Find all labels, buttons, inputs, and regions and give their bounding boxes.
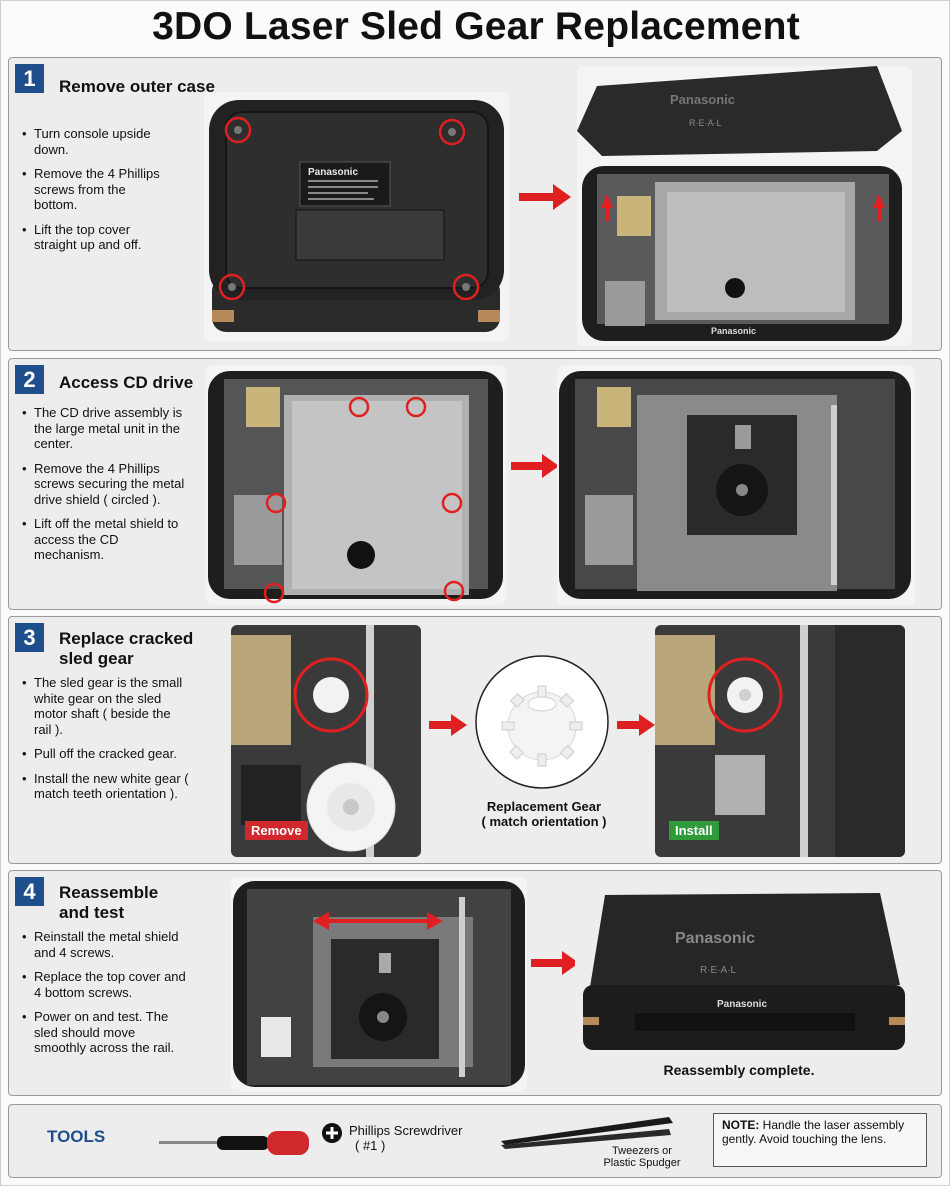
caption-line: ( match orientation )	[481, 814, 607, 829]
console-cover-removed-photo: Panasonic R·E·A·L Panasonic	[577, 66, 912, 346]
arrow-right-icon	[617, 714, 655, 736]
reassembled-console-photo: Panasonic R·E·A·L Panasonic	[575, 885, 915, 1060]
step-number-badge: 1	[15, 64, 44, 93]
replacement-gear-icon	[475, 655, 609, 789]
arrow-right-icon	[511, 454, 559, 478]
step-title: Remove outer case	[59, 77, 215, 96]
step-title-line: Replace cracked	[59, 629, 194, 648]
instruction-item: Reinstall the metal shield and 4 screws.	[21, 929, 189, 960]
step-3-instructions: The sled gear is the small white gear on…	[21, 675, 189, 811]
step-2-panel: 2 Access CD drive The CD drive assembly …	[8, 358, 942, 610]
step-1-instructions: Turn console upside down. Remove the 4 P…	[21, 126, 171, 262]
step-2-instructions: The CD drive assembly is the large metal…	[21, 405, 191, 572]
console-bottom-photo: Panasonic	[204, 92, 509, 342]
install-tag: Install	[669, 821, 719, 840]
plus-circle-icon	[322, 1123, 342, 1143]
step-number-badge: 3	[15, 623, 44, 652]
arrow-right-icon	[519, 184, 571, 210]
sled-movement-test-photo	[231, 877, 527, 1091]
cd-drive-shield-photo	[206, 365, 506, 605]
instruction-item: Pull off the cracked gear.	[21, 746, 189, 762]
step-title: Access CD drive	[59, 373, 194, 392]
cd-mechanism-exposed-photo	[557, 365, 915, 605]
instruction-item: Turn console upside down.	[21, 126, 171, 157]
top-cover-logo: R·E·A·L	[689, 118, 722, 128]
handling-note: NOTE: Handle the laser assembly gently. …	[713, 1113, 927, 1167]
note-label: NOTE:	[722, 1118, 760, 1132]
top-cover-brand: Panasonic	[670, 92, 735, 107]
step-title: Reassemble and test	[59, 883, 158, 923]
screwdriver-label-line: ( #1 )	[355, 1138, 386, 1153]
instruction-item: Install the new white gear ( match teeth…	[21, 771, 189, 802]
instruction-item: The CD drive assembly is the large metal…	[21, 405, 191, 452]
bottom-label-brand: Panasonic	[308, 167, 358, 178]
screwdriver-label-line: Phillips Screwdriver	[349, 1123, 463, 1138]
tools-label: TOOLS	[47, 1127, 106, 1146]
phillips-screwdriver-icon	[159, 1131, 309, 1155]
console-front-brand: Panasonic	[717, 999, 767, 1010]
tweezers-label-line: Tweezers or	[612, 1145, 672, 1157]
arrow-right-icon	[429, 714, 467, 736]
new-gear-installed-photo	[655, 625, 905, 857]
replacement-gear-caption: Replacement Gear ( match orientation )	[464, 799, 624, 829]
tweezers-icon	[501, 1117, 673, 1149]
cracked-gear-photo	[231, 625, 421, 857]
page-title: 3DO Laser Sled Gear Replacement	[152, 5, 800, 48]
step-4-panel: 4 Reassemble and test Reinstall the meta…	[8, 870, 942, 1096]
arrow-right-icon	[531, 951, 579, 975]
tools-panel: TOOLS Phillips Screwdriver ( #1 ) Tweeze…	[8, 1104, 942, 1178]
console-top-brand: Panasonic	[675, 930, 755, 947]
step-number-badge: 2	[15, 365, 44, 394]
step-3-panel: 3 Replace cracked sled gear The sled gea…	[8, 616, 942, 864]
instruction-item: Power on and test. The sled should move …	[21, 1009, 189, 1056]
instruction-item: Remove the 4 Phillips screws securing th…	[21, 461, 191, 508]
step-title-line: sled gear	[59, 649, 134, 668]
instruction-item: Replace the top cover and 4 bottom screw…	[21, 969, 189, 1000]
instruction-item: Lift off the metal shield to access the …	[21, 516, 191, 563]
tweezers-label: Tweezers or Plastic Spudger	[597, 1145, 687, 1169]
tweezers-label-line: Plastic Spudger	[603, 1157, 681, 1169]
step-1-panel: 1 Remove outer case Turn console upside …	[8, 57, 942, 351]
remove-tag: Remove	[245, 821, 308, 840]
step-title-line: Reassemble	[59, 883, 159, 902]
instruction-item: Lift the top cover straight up and off.	[21, 222, 171, 253]
instruction-item: Remove the 4 Phillips screws from the bo…	[21, 166, 171, 213]
reassembly-caption: Reassembly complete.	[663, 1062, 815, 1078]
caption-line: Replacement Gear	[486, 799, 602, 814]
note-text: Handle the laser assembly gently. Avoid …	[722, 1118, 905, 1146]
screwdriver-label: Phillips Screwdriver ( #1 )	[349, 1123, 462, 1153]
step-4-instructions: Reinstall the metal shield and 4 screws.…	[21, 929, 189, 1065]
instruction-item: The sled gear is the small white gear on…	[21, 675, 189, 737]
open-console-brand: Panasonic	[711, 326, 756, 336]
console-top-logo: R·E·A·L	[700, 965, 737, 976]
step-title-line: and test	[59, 903, 125, 922]
step-title: Replace cracked sled gear	[59, 629, 193, 669]
step-number-badge: 4	[15, 877, 44, 906]
